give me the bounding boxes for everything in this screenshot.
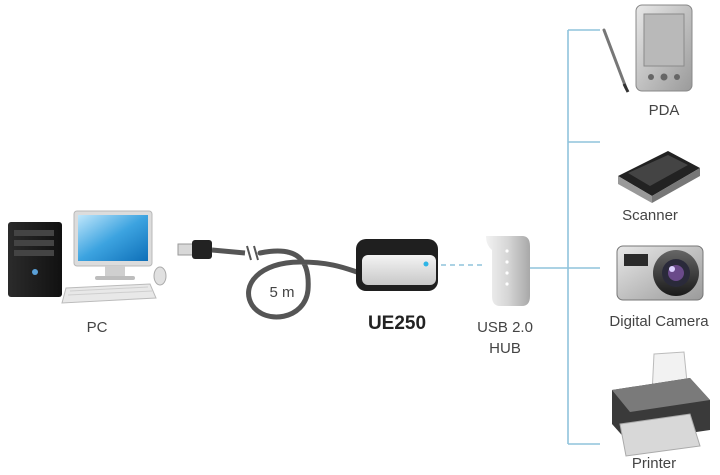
hub-label-line2: HUB [489, 340, 521, 357]
digital-camera-label: Digital Camera [609, 313, 709, 330]
hub-label-line1: USB 2.0 [477, 319, 533, 336]
pda-icon [602, 4, 693, 93]
usb-hub-icon [486, 236, 530, 306]
camera-icon [616, 245, 704, 301]
cable-length-label: 5 m [269, 284, 295, 301]
ue250-extender-icon [356, 239, 438, 291]
usb-cable [177, 240, 360, 320]
printer-icon [612, 351, 710, 457]
scanner-icon [618, 151, 700, 203]
scanner-label: Scanner [622, 207, 678, 224]
peripheral-connector-lines [530, 29, 600, 445]
pda-label: PDA [648, 102, 680, 119]
printer-label: Printer [631, 455, 677, 472]
extender-label: UE250 [367, 313, 427, 334]
pc-label: PC [86, 319, 108, 336]
pc-icon [8, 210, 167, 304]
